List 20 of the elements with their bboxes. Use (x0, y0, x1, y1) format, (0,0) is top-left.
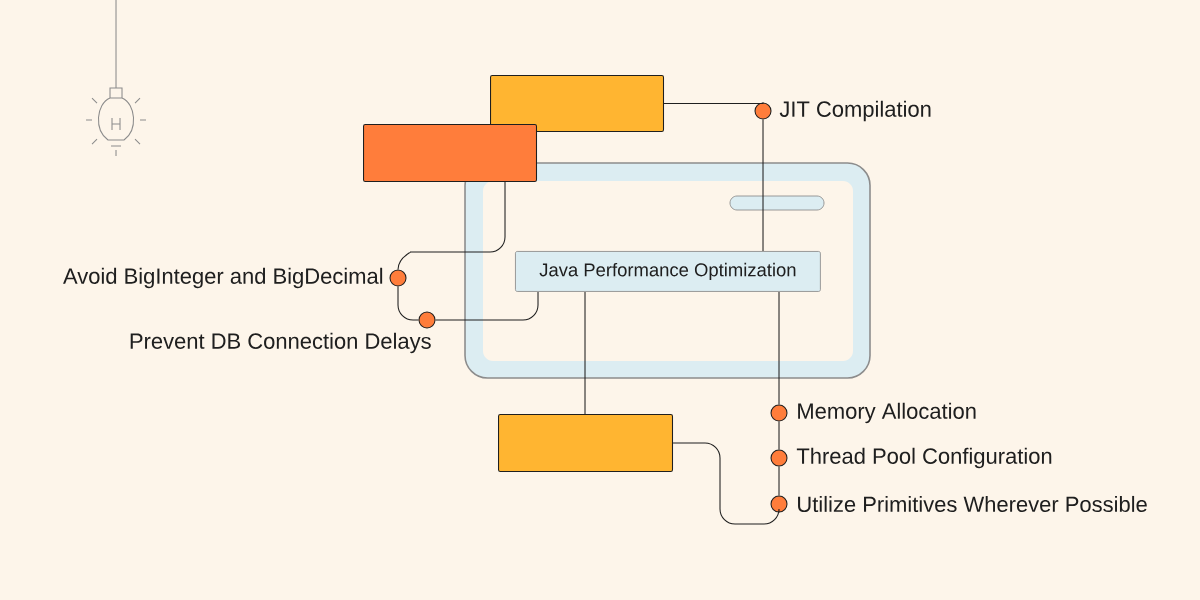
item-label: Prevent DB Connection Delays (130, 332, 431, 354)
connector (397, 181, 506, 270)
block (490, 75, 665, 133)
block (363, 124, 538, 183)
connector (778, 291, 780, 405)
item-label: Utilize Primitives Wherever Possible (798, 495, 1147, 513)
connector (584, 291, 586, 415)
block (498, 414, 674, 473)
connector (397, 286, 419, 321)
item-label: Memory Allocation (798, 402, 976, 424)
title-box: Java Performance Optimization (515, 251, 821, 292)
item-label: Avoid BigInteger and BigDecimal (63, 267, 383, 289)
connector (435, 291, 539, 321)
item-label: JIT Compilation (779, 100, 931, 122)
item-label: Thread Pool Configuration (796, 447, 1052, 469)
connector (762, 119, 764, 252)
connector (672, 442, 780, 525)
connector (778, 421, 780, 450)
connector (778, 466, 780, 496)
connector (663, 101, 764, 105)
